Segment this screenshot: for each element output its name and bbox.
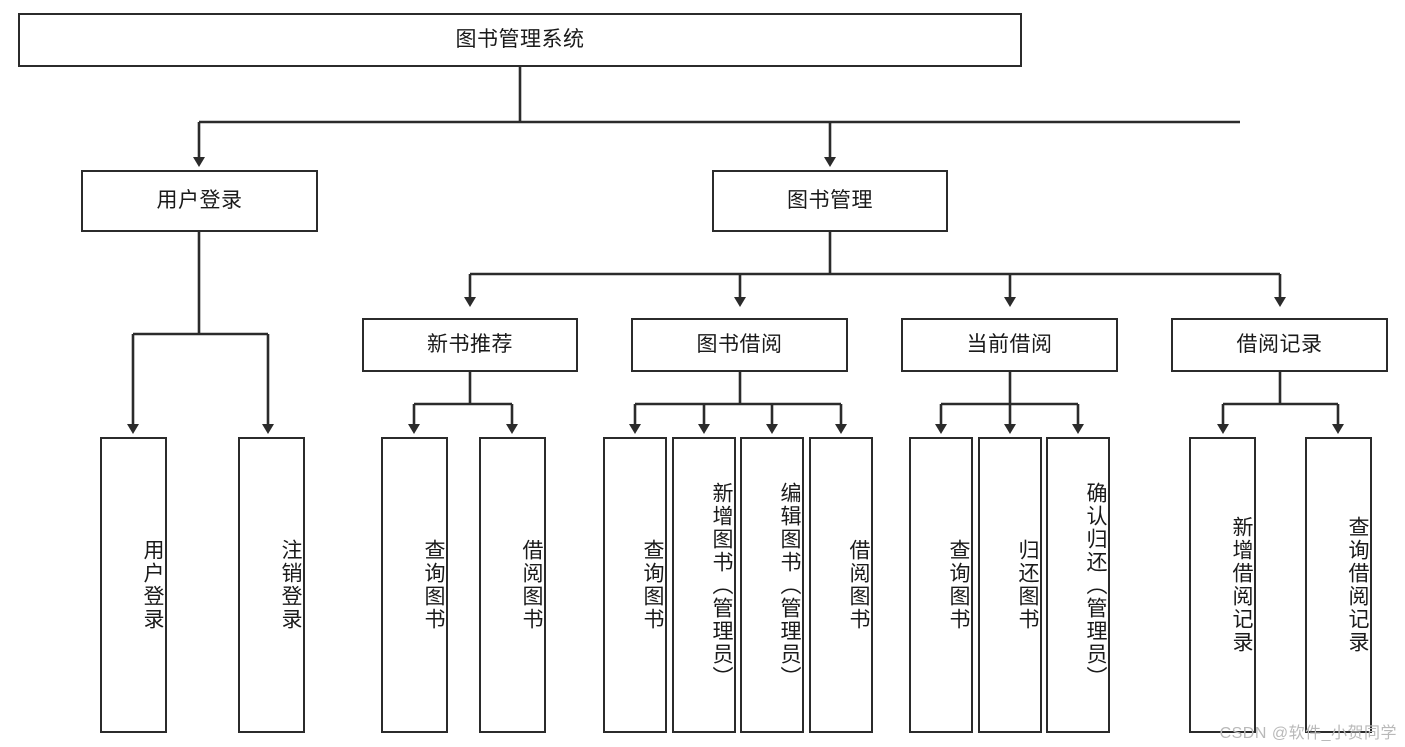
leaf-record-query-record[interactable]: 查询借阅记录 [1305, 437, 1372, 733]
leaf-current-confirm-return-admin[interactable]: 确认归还（管理员） [1046, 437, 1110, 733]
leaf-borrow-query-books[interactable]: 查询图书 [603, 437, 667, 733]
leaf-logout-label: 注销登录 [279, 539, 302, 631]
leaf-current-return-books-label: 归还图书 [1016, 539, 1039, 631]
leaf-user-login[interactable]: 用户登录 [100, 437, 167, 733]
node-book-borrow[interactable]: 图书借阅 [631, 318, 848, 372]
leaf-borrow-borrow-books-label: 借阅图书 [847, 539, 870, 631]
node-root-label: 图书管理系统 [455, 28, 585, 52]
leaf-current-confirm-return-admin-label: 确认归还（管理员） [1084, 481, 1107, 689]
leaf-record-query-record-label: 查询借阅记录 [1346, 516, 1369, 654]
leaf-borrow-edit-book-admin-label: 编辑图书（管理员） [778, 481, 801, 689]
node-new-book-recommend-label: 新书推荐 [427, 333, 513, 357]
node-current-borrow-label: 当前借阅 [966, 333, 1053, 357]
leaf-record-add-record-label: 新增借阅记录 [1230, 516, 1253, 654]
node-new-book-recommend[interactable]: 新书推荐 [362, 318, 578, 372]
leaf-current-query-books[interactable]: 查询图书 [909, 437, 973, 733]
leaf-borrow-add-book-admin-label: 新增图书（管理员） [710, 481, 733, 689]
leaf-current-return-books[interactable]: 归还图书 [978, 437, 1042, 733]
node-book-management-label: 图书管理 [787, 189, 873, 213]
leaf-newbook-query-books[interactable]: 查询图书 [381, 437, 448, 733]
leaf-borrow-query-books-label: 查询图书 [641, 539, 664, 631]
leaf-borrow-borrow-books[interactable]: 借阅图书 [809, 437, 873, 733]
leaf-user-login-label: 用户登录 [141, 539, 164, 631]
leaf-borrow-add-book-admin[interactable]: 新增图书（管理员） [672, 437, 736, 733]
node-book-borrow-label: 图书借阅 [696, 333, 783, 357]
node-root[interactable]: 图书管理系统 [18, 13, 1022, 67]
node-current-borrow[interactable]: 当前借阅 [901, 318, 1118, 372]
node-user-login[interactable]: 用户登录 [81, 170, 318, 232]
node-borrow-record[interactable]: 借阅记录 [1171, 318, 1388, 372]
csdn-watermark: CSDN @软件_小贺同学 [1219, 725, 1397, 742]
leaf-newbook-borrow-books-label: 借阅图书 [520, 539, 543, 631]
leaf-newbook-query-books-label: 查询图书 [422, 539, 445, 631]
node-book-management[interactable]: 图书管理 [712, 170, 948, 232]
leaf-borrow-edit-book-admin[interactable]: 编辑图书（管理员） [740, 437, 804, 733]
leaf-record-add-record[interactable]: 新增借阅记录 [1189, 437, 1256, 733]
leaf-newbook-borrow-books[interactable]: 借阅图书 [479, 437, 546, 733]
leaf-logout[interactable]: 注销登录 [238, 437, 305, 733]
node-user-login-label: 用户登录 [156, 189, 243, 213]
leaf-current-query-books-label: 查询图书 [947, 539, 970, 631]
node-borrow-record-label: 借阅记录 [1236, 333, 1323, 357]
